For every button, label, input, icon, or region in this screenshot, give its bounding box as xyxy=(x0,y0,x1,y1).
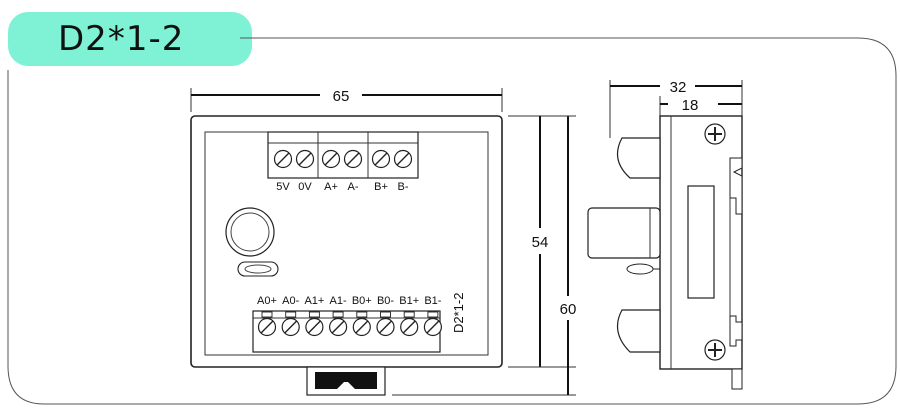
terminal-screw xyxy=(393,149,413,169)
dim-rail-depth-label: 18 xyxy=(682,97,699,114)
outer-frame xyxy=(7,37,897,405)
terminal-screw xyxy=(273,149,293,169)
dim-outer-height-label: 60 xyxy=(560,301,577,318)
terminal-tab xyxy=(285,311,297,318)
dim-depth: 32 xyxy=(609,79,743,138)
terminal-screw xyxy=(295,149,315,169)
title-tab: D2*1-2 xyxy=(8,12,252,66)
terminal-label: A- xyxy=(348,181,359,193)
terminal-label: 5V xyxy=(276,181,290,193)
terminal-screw xyxy=(376,317,395,337)
dim-inner-height-label: 54 xyxy=(532,234,549,251)
terminal-label: B1- xyxy=(424,295,441,307)
status-led xyxy=(237,261,279,277)
terminal-label: B+ xyxy=(374,181,388,193)
terminal-screw xyxy=(321,149,341,169)
bottom-terminal-block xyxy=(252,310,442,353)
terminal-label: A1+ xyxy=(304,295,324,307)
terminal-tab xyxy=(356,311,368,318)
top-terminal-block xyxy=(267,131,419,179)
diagram-title: D2*1-2 xyxy=(58,19,185,59)
dim-width: 65 xyxy=(190,88,503,112)
terminal-screw xyxy=(400,317,419,337)
dim-inner-height: 54 xyxy=(508,115,549,367)
terminal-screw xyxy=(281,317,300,337)
terminal-screw xyxy=(423,317,442,337)
terminal-tab xyxy=(403,311,415,318)
terminal-label: 0V xyxy=(298,181,312,193)
terminal-label: A+ xyxy=(324,181,338,193)
terminal-tab xyxy=(261,311,273,318)
terminal-screw xyxy=(257,317,277,337)
device-label: D2*1-2 xyxy=(451,293,466,333)
side-view xyxy=(587,115,743,390)
terminal-screw xyxy=(352,317,371,337)
terminal-tab xyxy=(308,311,320,318)
terminal-tab xyxy=(332,311,344,318)
terminal-screw xyxy=(343,149,363,169)
terminal-screw xyxy=(305,317,324,337)
din-clip xyxy=(306,366,386,396)
terminal-screw xyxy=(329,317,348,337)
terminal-screw xyxy=(371,149,391,169)
dim-depth-label: 32 xyxy=(670,79,687,96)
dim-width-label: 65 xyxy=(333,88,350,105)
terminal-label: B0- xyxy=(377,295,394,307)
dim-rail-depth: 18 xyxy=(659,96,742,118)
terminal-tab xyxy=(427,311,439,318)
terminal-label: B- xyxy=(398,181,409,193)
dim-outer-height: 60 xyxy=(392,115,577,396)
terminal-label: B1+ xyxy=(399,295,419,307)
terminal-tab xyxy=(380,311,391,318)
terminal-label: A1- xyxy=(330,295,347,307)
rotary-knob xyxy=(225,207,275,257)
terminal-label: A0+ xyxy=(257,295,277,307)
terminal-label: B0+ xyxy=(352,295,372,307)
terminal-label: A0- xyxy=(282,295,299,307)
